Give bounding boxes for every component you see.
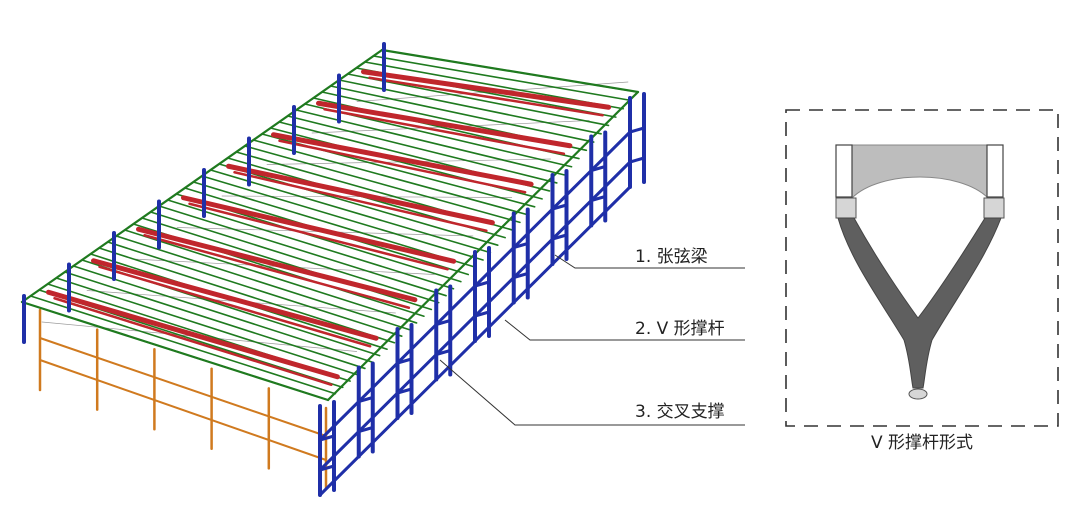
roof-purlin [124,229,418,324]
column-tie [628,126,646,134]
roof-edge [380,48,640,94]
strut-left-end-block [835,144,853,198]
string-beam-top-chord [316,100,573,149]
steel-structure-isometric [20,42,646,497]
detail-caption: V 形撑杆形式 [871,433,973,453]
roof-edge [326,90,640,402]
string-beam-bottom-chord [188,202,449,271]
string-beam-bottom-chord [368,76,604,117]
string-beam-bottom-chord [278,139,527,194]
detail-frame [785,109,1059,427]
string-beam-top-chord [271,132,534,187]
strut-left-pin [835,197,857,219]
roof-purlin [346,73,610,127]
roof-purlin [29,295,337,395]
wall-rail [318,160,632,472]
strut-base-node [908,388,928,400]
roof-purlin [106,241,403,337]
string-beam-top-chord [91,258,379,341]
string-beam-bottom-chord [98,265,372,348]
roof-purlin [372,55,632,102]
roof-purlin [218,163,499,246]
side-beam [39,359,327,461]
string-beam-top-chord [136,226,418,303]
roof-purlin [72,265,374,363]
roof-purlin [252,139,529,216]
string-beam-bottom-chord [143,234,411,309]
roof-purlin [286,115,558,184]
v-strut-detail [835,144,1005,400]
string-beam-top-chord [226,163,495,226]
strut-v-body [837,217,1002,389]
roof-purlin [158,205,447,297]
roof-purlin [201,175,484,261]
strut-right-end-block [986,144,1004,198]
string-beam-top-chord [361,69,612,110]
column-tie [628,156,646,164]
callout-label-2: 2. V 形撑杆 [635,319,725,339]
roof-purlin [64,271,366,370]
roof-purlin [98,247,396,344]
leader-line-1 [554,254,745,269]
roof-purlin [209,169,492,254]
roof-purlin [329,85,595,143]
callout-leaders [439,254,745,426]
string-beam-bottom-chord [323,108,566,155]
roof-purlin [166,199,455,290]
callout-label-3: 3. 交叉支撑 [635,402,725,422]
strut-right-pin [983,197,1005,219]
roof-edge [20,300,330,402]
string-beam-top-chord [181,195,457,264]
wall-rail [318,185,632,497]
roof-purlin [115,235,410,331]
roof-purlin [149,211,440,304]
wall-rail [318,130,632,442]
string-beam-top-chord [46,289,340,380]
side-beam [39,337,327,437]
strut-top-plate [849,144,989,200]
leader-line-3 [439,359,745,426]
callout-label-1: 1. 张弦梁 [635,247,708,267]
roof-purlin [244,145,521,224]
leader-line-2 [504,319,745,341]
roof-purlin [55,277,359,376]
string-beam-bottom-chord [233,171,488,232]
string-beam-bottom-chord [53,297,333,386]
